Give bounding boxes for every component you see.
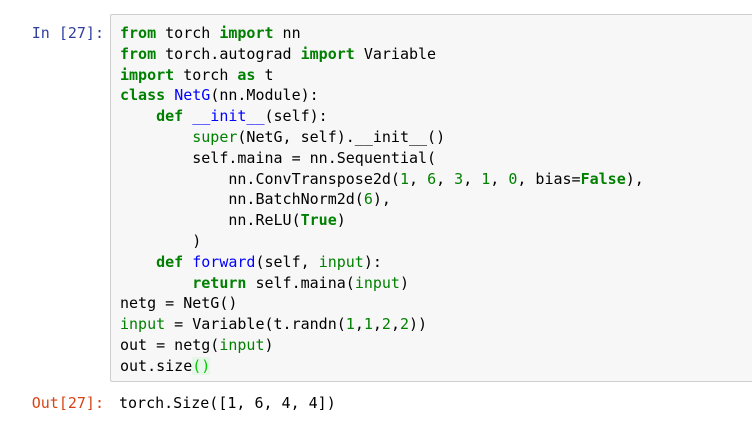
- code-token: as: [237, 65, 256, 84]
- code-token: class: [120, 86, 166, 105]
- code-token: self.maina(: [246, 273, 355, 292]
- code-token: t: [255, 65, 274, 84]
- code-token: nn.ReLU(: [120, 211, 301, 230]
- code-token: out = netg(: [120, 335, 220, 354]
- code-token: [120, 107, 156, 125]
- code-token: 1: [363, 315, 373, 334]
- code-line: out.size(): [120, 356, 644, 377]
- code-token: (NetG, self).__init__(): [237, 127, 446, 146]
- code-token: import: [219, 24, 274, 42]
- code-token: def: [156, 252, 184, 271]
- code-token: 1: [481, 169, 491, 188]
- code-token: super: [192, 127, 238, 146]
- code-token: ,: [490, 169, 509, 188]
- input-prompt: In [27]:: [31, 24, 104, 42]
- code-token: 6: [363, 190, 373, 209]
- code-token: 2: [381, 315, 391, 334]
- code-line: def __init__(self):: [120, 106, 644, 127]
- code-token: input: [354, 273, 400, 292]
- code-token: nn.BatchNorm2d(: [120, 190, 364, 209]
- code-token: (self,: [255, 252, 319, 271]
- output-prompt: Out[27]:: [31, 394, 104, 412]
- code-token: ): [264, 335, 274, 354]
- code-line: return self.maina(input): [120, 273, 644, 294]
- code-token: nn.ConvTranspose2d(: [120, 169, 400, 188]
- code-token: import: [300, 44, 355, 63]
- code-token: 0: [508, 169, 518, 188]
- code-line: class NetG(nn.Module):: [120, 85, 644, 106]
- code-token: ,: [390, 315, 400, 334]
- code-token: [183, 253, 192, 271]
- code-line: self.maina = nn.Sequential(: [120, 148, 644, 169]
- code-line: out = netg(input): [120, 335, 644, 356]
- code-token: input: [219, 335, 265, 354]
- code-token: return: [192, 273, 247, 292]
- code-token: torch: [156, 24, 220, 42]
- code-token: ): [336, 211, 346, 230]
- code-token: ,: [409, 169, 428, 188]
- code-token: from: [120, 24, 157, 42]
- code-token: [165, 86, 174, 104]
- code-token: 6: [427, 169, 437, 188]
- code-token: [120, 274, 192, 292]
- code-line: ): [120, 231, 644, 252]
- code-line: from torch import nn: [120, 23, 644, 44]
- code-token: False: [580, 169, 626, 188]
- code-line: input = Variable(t.randn(1,1,2,2)): [120, 314, 644, 335]
- code-token: (): [192, 356, 211, 375]
- cell-output: torch.Size([1, 6, 4, 4]): [119, 394, 336, 412]
- code-token: )): [409, 315, 428, 334]
- code-token: 1: [345, 315, 355, 334]
- code-token: ,: [372, 315, 382, 334]
- code-token: nn: [273, 24, 301, 42]
- code-token: ):: [363, 252, 382, 271]
- code-token: self.maina = nn.Sequential(: [120, 148, 437, 167]
- code-token: 3: [454, 169, 464, 188]
- code-line: nn.ConvTranspose2d(1, 6, 3, 1, 0, bias=F…: [120, 169, 644, 190]
- code-line: super(NetG, self).__init__(): [120, 127, 644, 148]
- code-line: from torch.autograd import Variable: [120, 44, 644, 65]
- code-token: input: [318, 252, 364, 271]
- code-token: ,: [436, 169, 455, 188]
- code-line: netg = NetG(): [120, 293, 644, 314]
- code-line: def forward(self, input):: [120, 252, 644, 273]
- code-token: ),: [625, 169, 644, 188]
- code-token: import: [120, 65, 175, 84]
- code-token: [120, 128, 192, 146]
- code-token: torch.autograd: [156, 44, 301, 63]
- code-token: ): [399, 273, 409, 292]
- code-token: forward: [192, 252, 256, 271]
- code-token: ): [120, 231, 202, 250]
- code-token: [120, 253, 156, 271]
- code-token: out.size: [120, 356, 193, 375]
- code-token: = Variable(t.randn(: [165, 315, 346, 334]
- code-token: ,: [354, 315, 364, 334]
- code-token: def: [156, 107, 184, 126]
- code-token: netg = NetG(): [120, 294, 238, 313]
- code-line: nn.ReLU(True): [120, 210, 644, 231]
- code-token: 1: [399, 169, 409, 188]
- code-token: (self):: [264, 107, 328, 126]
- code-token: __init__: [192, 107, 265, 126]
- code-token: NetG: [174, 86, 211, 105]
- code-line: nn.BatchNorm2d(6),: [120, 189, 644, 210]
- code-line: import torch as t: [120, 65, 644, 86]
- code-token: True: [300, 211, 337, 230]
- code-token: ),: [372, 190, 391, 209]
- code-token: [183, 107, 192, 125]
- code-token: torch: [174, 65, 238, 84]
- code-token: from: [120, 44, 157, 63]
- code-token: 2: [399, 315, 409, 334]
- code-token: (nn.Module):: [210, 86, 319, 105]
- code-token: , bias=: [517, 169, 581, 188]
- code-token: ,: [463, 169, 482, 188]
- code-token: Variable: [354, 44, 437, 63]
- code-token: input: [120, 315, 166, 334]
